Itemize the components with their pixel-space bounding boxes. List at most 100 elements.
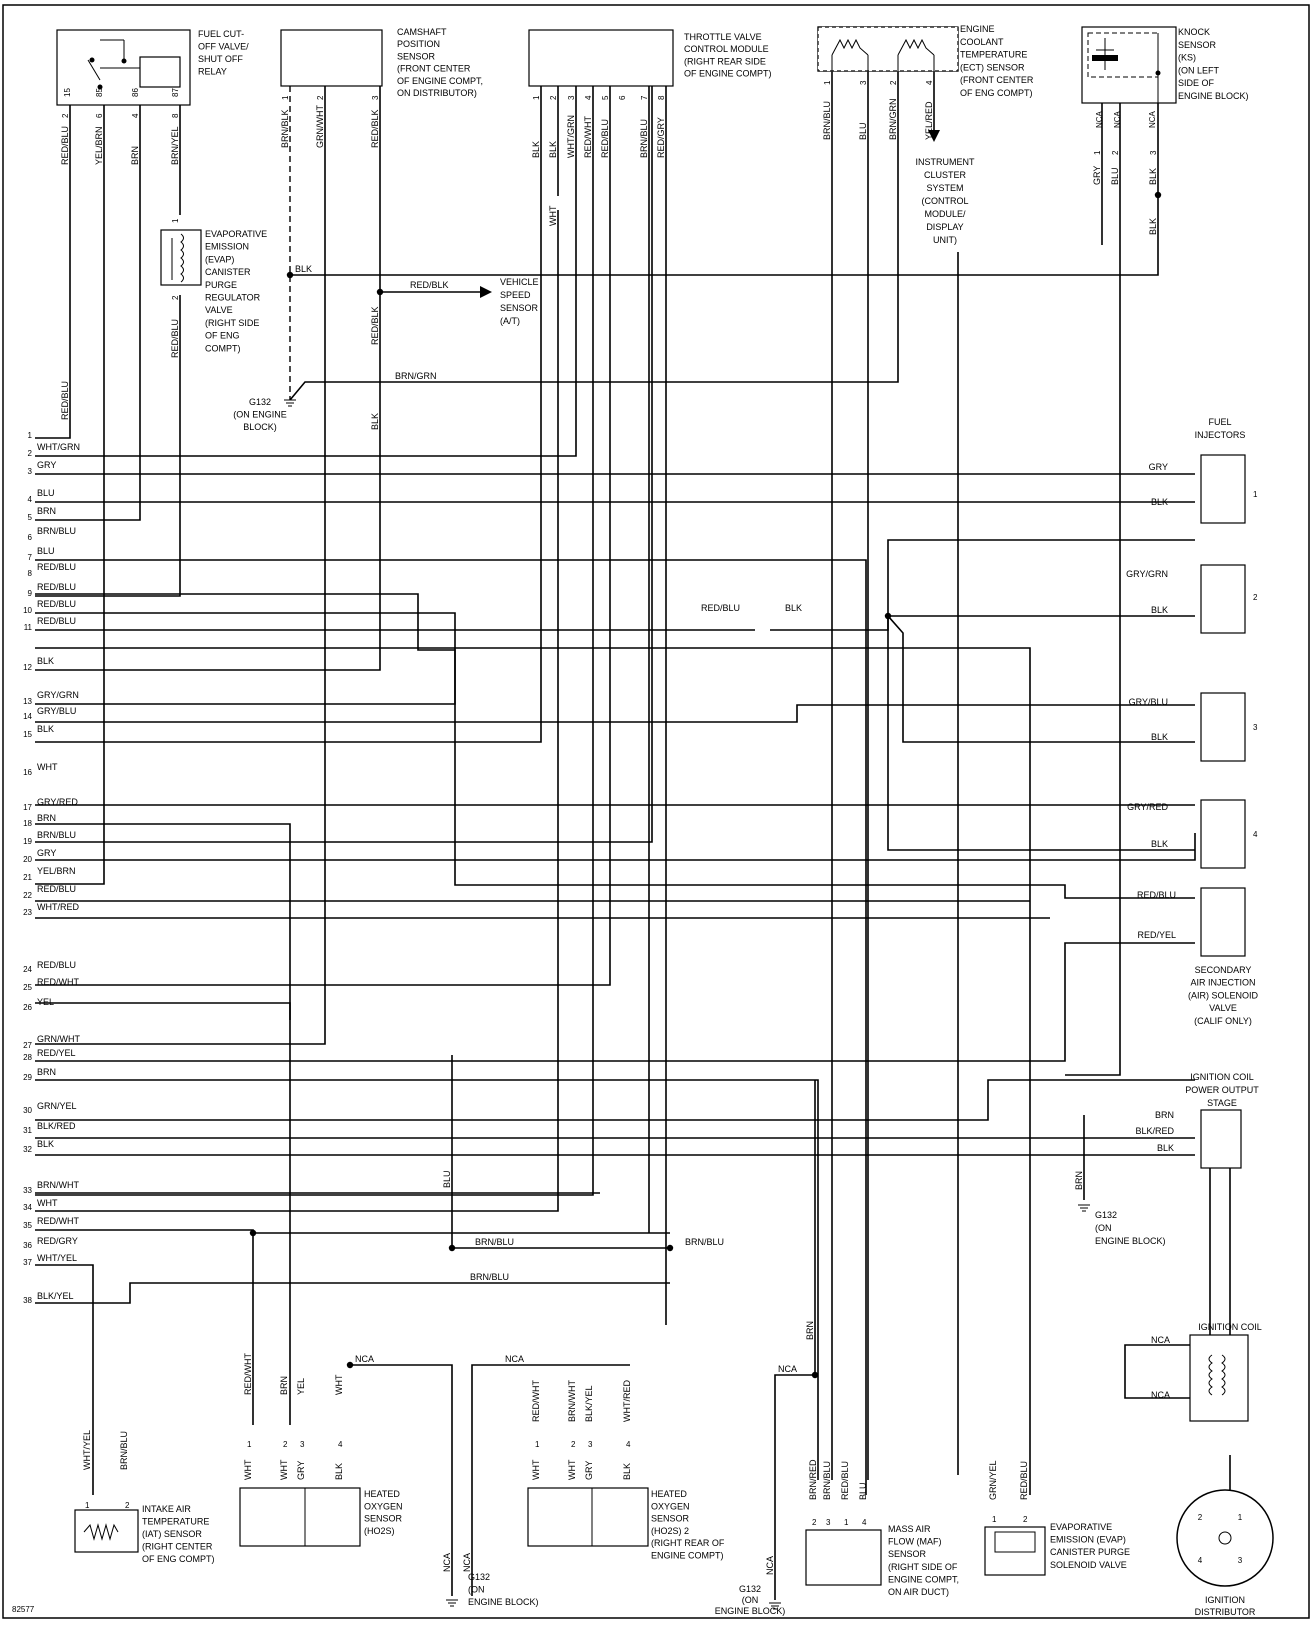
diagram-frame [2, 4, 1310, 1619]
ign-power-stage [1200, 1109, 1242, 1169]
iat-wire-pins-0: 1 [85, 1501, 90, 1510]
pin-colors-13: GRY/BLU [37, 706, 76, 716]
ho2s1-top-labels-0: RED/WHT [243, 1353, 253, 1395]
cam-wire-pins-1: 2 [316, 95, 325, 100]
evap-top-label: EVAPORATIVEEMISSION(EVAP)CANISTERPURGERE… [205, 229, 267, 353]
ho2s2-bot-pins-0: 1 [535, 1440, 540, 1449]
fuel-cutoff-relay [56, 29, 191, 106]
pin-numbers-32: 33 [23, 1186, 32, 1195]
ho2s1-bot-labels-1: WHT [279, 1459, 289, 1480]
pin-colors-15: WHT [37, 762, 58, 772]
pin-colors-29: GRN/YEL [37, 1101, 77, 1111]
injector-boxes [1200, 454, 1246, 957]
throttle-label-1: CONTROL MODULE [684, 44, 769, 54]
instrument-label-2: SYSTEM [926, 183, 963, 193]
pin-colors-34: RED/WHT [37, 1216, 79, 1226]
injector-wire-b-3: BLK [1151, 839, 1168, 849]
instrument-label-5: DISPLAY [926, 222, 963, 232]
ign-distributor [1176, 1489, 1274, 1587]
pin-colors-36: WHT/YEL [37, 1253, 77, 1263]
throttle-wire-pins-6: 7 [640, 95, 649, 100]
dist-pins-1: 2 [1198, 1513, 1203, 1522]
pin-numbers-36: 37 [23, 1258, 32, 1267]
g132-left-label-1: (ON ENGINE [233, 410, 287, 420]
red-blk-vertical: RED/BLK [370, 306, 380, 345]
knock-nca-labels-1: NCA [1113, 110, 1122, 128]
pin-numbers-34: 35 [23, 1221, 32, 1230]
red-blu-mid-label: RED/BLU [701, 603, 740, 613]
ign-coil [1189, 1334, 1249, 1422]
ho2s2-top-labels-1: BRN/WHT [567, 1380, 577, 1422]
knock-label-5: ENGINE BLOCK) [1178, 91, 1249, 101]
pin-numbers-20: 21 [23, 873, 32, 882]
ect-label-2: TEMPERATURE [960, 50, 1027, 60]
injector-wire-b-2: BLK [1151, 732, 1168, 742]
ect-wire-pins-3: 4 [925, 80, 934, 85]
pin-colors-22: WHT/RED [37, 902, 79, 912]
injector-numbers-0: 1 [1253, 490, 1258, 499]
brn-maf-vertical: BRN [805, 1321, 815, 1340]
ho2s1-label-3: (HO2S) [364, 1526, 395, 1536]
pin-colors-2: GRY [37, 460, 56, 470]
g132-mid-label-1: (ON [468, 1585, 485, 1595]
ho2s1-label-1: OXYGEN [364, 1501, 403, 1511]
ect-wire-labels-3: YEL/RED [924, 101, 934, 140]
evap-bot-wire-labels-0: GRN/YEL [988, 1460, 998, 1500]
g132-mid-label-2: ENGINE BLOCK) [468, 1597, 539, 1607]
iat-label-1: TEMPERATURE [142, 1517, 209, 1527]
evap-top-wire-pins-0: 1 [171, 218, 180, 223]
evap-top-label-8: OF ENG [205, 331, 240, 341]
wht-vertical: WHT [548, 205, 558, 226]
fuel-relay-pins-3: 87 [171, 88, 180, 97]
throttle-label-3: OF ENGINE COMPT) [684, 69, 772, 79]
knock-sensor [1081, 26, 1177, 104]
g132-bottom-label-1: (ON [742, 1595, 759, 1605]
fuel-cutoff-label-3: RELAY [198, 67, 227, 77]
ho2s2-top-labels-0: RED/WHT [531, 1380, 541, 1422]
camshaft-label-1: POSITION [397, 39, 440, 49]
pin-numbers-28: 29 [23, 1073, 32, 1082]
ho2s2-bot-pins-3: 4 [626, 1440, 631, 1449]
maf-wire-pins-3: 4 [862, 1518, 867, 1527]
pin-colors-28: BRN [37, 1067, 56, 1077]
cam-wire-pins-2: 3 [371, 95, 380, 100]
pin-numbers-10: 11 [24, 623, 33, 632]
evap-top-wire-labels: RED/BLU [170, 319, 180, 358]
fuel-injectors-label-0: FUEL [1208, 417, 1231, 427]
pin-colors-10: RED/BLU [37, 616, 76, 626]
camshaft-label-2: SENSOR [397, 51, 436, 61]
maf-wire-pins-0: 2 [812, 1518, 817, 1527]
throttle-wire-pins-1: 2 [549, 95, 558, 100]
pin-numbers-24: 25 [23, 983, 32, 992]
pin-numbers-6: 7 [28, 553, 33, 562]
fuel-cutoff-label-2: SHUT OFF [198, 54, 243, 64]
ho2s1-bot-pins-3: 4 [338, 1440, 343, 1449]
cam-wire-labels-0: BRN/BLK [280, 109, 290, 148]
ho2s1-bot-pins-2: 3 [300, 1440, 305, 1449]
pin-colors-26: GRN/WHT [37, 1034, 80, 1044]
blk-label-ground: BLK [295, 264, 312, 274]
ho2s2-bot-labels-0: WHT [531, 1459, 541, 1480]
relay-wire-labels-0: RED/BLU [60, 126, 70, 165]
maf-wire-pins-1: 3 [826, 1518, 831, 1527]
throttle-label-2: (RIGHT REAR SIDE [684, 56, 766, 66]
knock-label-4: SIDE OF [1178, 78, 1215, 88]
instrument-label-1: CLUSTER [924, 170, 967, 180]
